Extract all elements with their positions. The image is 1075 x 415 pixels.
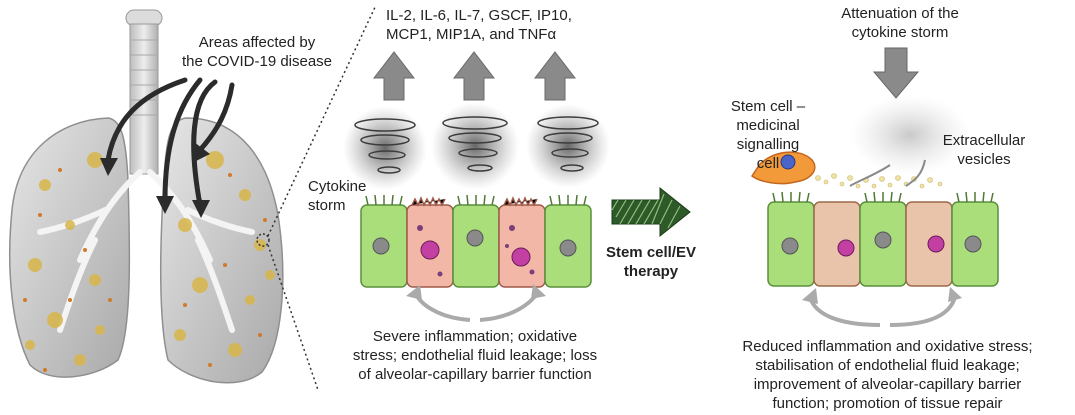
damage-description: Severe inflammation; oxidative stress; e… bbox=[352, 328, 598, 383]
faded-storm bbox=[850, 95, 970, 175]
lung-label: Areas affected by the COVID-19 disease bbox=[181, 34, 333, 70]
feedback-arrows-right bbox=[808, 296, 957, 327]
repair-description: Reduced inflammation and oxidative stres… bbox=[742, 338, 1033, 412]
tornado-icon bbox=[343, 102, 610, 190]
healed-epithelium bbox=[767, 191, 999, 287]
cytokine-list: IL-2, IL-6, IL-7, GSCF, IP10, MCP1, MIP1… bbox=[386, 7, 572, 43]
inflamed-epithelium bbox=[360, 194, 592, 288]
stem-cell-icon bbox=[750, 151, 816, 185]
vesicles-label: Extracellular vesicles bbox=[942, 132, 1026, 168]
vesicle-arrows bbox=[849, 159, 926, 187]
vesicles bbox=[815, 173, 943, 189]
therapy-label: Stem cell/EV therapy bbox=[605, 244, 697, 280]
zoom-lines bbox=[267, 4, 377, 391]
cytokine-storm-label: Cytokine storm bbox=[308, 178, 367, 214]
cytokine-up-arrows bbox=[372, 51, 577, 101]
affected-area-arrows bbox=[105, 77, 235, 208]
therapy-arrow-icon bbox=[611, 186, 691, 238]
stem-cell-label: Stem cell – medicinal signalling cell bbox=[730, 98, 806, 172]
attenuation-down-arrow bbox=[872, 47, 920, 99]
feedback-arrows-left bbox=[413, 290, 540, 322]
lung-icon bbox=[9, 9, 284, 384]
attenuation-label: Attenuation of the cytokine storm bbox=[841, 5, 959, 41]
